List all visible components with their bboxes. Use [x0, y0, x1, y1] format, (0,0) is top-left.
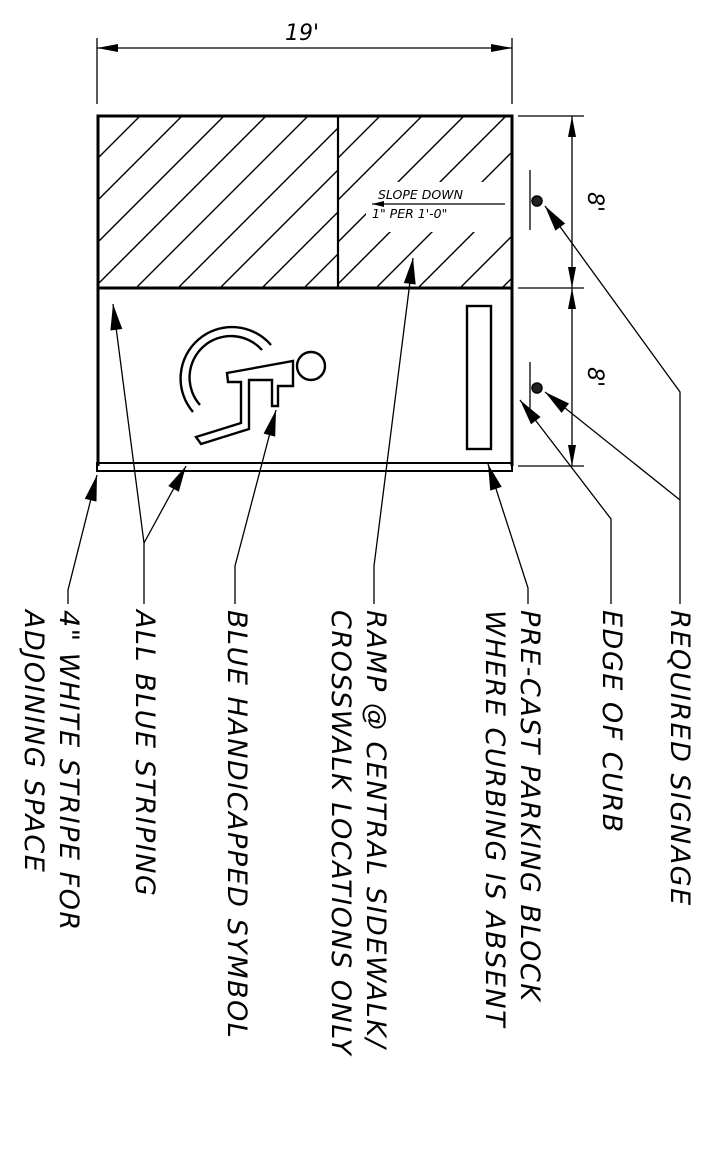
- callout-required-signage: REQUIRED SIGNAGE: [664, 610, 695, 907]
- callout-labels: REQUIRED SIGNAGE EDGE OF CURB PRE-CAST P…: [18, 608, 695, 1057]
- signage-posts: [529, 170, 543, 415]
- leader-arrow-icon: [110, 304, 123, 331]
- leader-arrow-icon: [168, 466, 186, 492]
- callout-edge-of-curb: EDGE OF CURB: [596, 610, 627, 834]
- callout-white-stripe-line2: ADJOINING SPACE: [18, 608, 49, 873]
- callout-blue-striping: ALL BLUE STRIPING: [129, 608, 160, 897]
- hatch-line: [98, 116, 267, 285]
- width-dimension-text: 19': [285, 21, 319, 46]
- hatch-line: [375, 116, 512, 288]
- callout-white-stripe-line1: 4" WHITE STRIPE FOR: [53, 610, 84, 932]
- ramp-hatching-right: [338, 116, 716, 288]
- hatch-line: [338, 116, 465, 288]
- leader-arrow-icon: [403, 258, 416, 285]
- ramp-length-dimension: 8': [582, 192, 607, 212]
- hatch-line: [303, 253, 338, 288]
- length-dimensions: 8' 8': [518, 115, 607, 467]
- parking-block: [465, 304, 493, 451]
- hatch-line: [338, 116, 423, 288]
- leader-arrow-icon: [545, 392, 570, 413]
- sign-post-icon: [531, 382, 543, 394]
- slope-note: SLOPE DOWN 1" PER 1'-0": [372, 187, 505, 221]
- callout-ramp-line1: RAMP @ CENTRAL SIDEWALK/: [360, 610, 391, 1050]
- leader-arrow-icon: [263, 410, 276, 437]
- parking-space: [96, 288, 514, 472]
- leader-arrowheads: [84, 206, 570, 502]
- slope-note-line2: 1" PER 1'-0": [372, 206, 447, 221]
- hatch-line: [417, 116, 512, 288]
- hatch-line: [338, 116, 339, 288]
- callout-ramp-line2: CROSSWALK LOCATIONS ONLY: [325, 610, 356, 1057]
- hatch-line: [177, 127, 338, 288]
- handicapped-symbol-icon: [179, 325, 327, 446]
- hatch-line: [628, 116, 716, 288]
- hatch-line: [430, 116, 602, 288]
- hatch-line: [459, 116, 512, 288]
- leader-arrow-icon: [488, 464, 502, 491]
- slope-note-line1: SLOPE DOWN: [378, 187, 464, 202]
- ramp-hatching-left: [98, 116, 644, 288]
- callout-parking-block-line2: WHERE CURBING IS ABSENT: [479, 610, 510, 1029]
- ramp-area: [96, 114, 716, 290]
- leader-lines: [67, 205, 681, 604]
- leader-arrow-icon: [84, 475, 97, 502]
- hatch-line: [670, 116, 716, 288]
- hatch-line: [544, 116, 716, 288]
- slope-arrow-icon: [372, 201, 384, 207]
- width-dimension: 19': [96, 21, 513, 104]
- hatch-line: [98, 116, 99, 117]
- hatch-line: [338, 116, 507, 288]
- hatch-line: [472, 116, 644, 288]
- hatch-line: [338, 116, 381, 288]
- white-stripe: [96, 462, 513, 472]
- space-length-dimension: 8': [582, 367, 607, 387]
- callout-handicapped-symbol: BLUE HANDICAPPED SYMBOL: [221, 610, 252, 1039]
- leader-arrow-icon: [545, 206, 566, 231]
- hatch-line: [98, 116, 141, 159]
- leader-arrow-icon: [520, 400, 541, 425]
- hatch-line: [98, 116, 225, 243]
- hatch-line: [219, 169, 338, 288]
- hatch-line: [98, 116, 183, 201]
- hatch-line: [135, 116, 309, 288]
- hatch-line: [346, 116, 518, 288]
- callout-parking-block-line1: PRE-CAST PARKING BLOCK: [514, 610, 545, 1003]
- sign-post-icon: [531, 195, 543, 207]
- hatch-line: [261, 211, 338, 288]
